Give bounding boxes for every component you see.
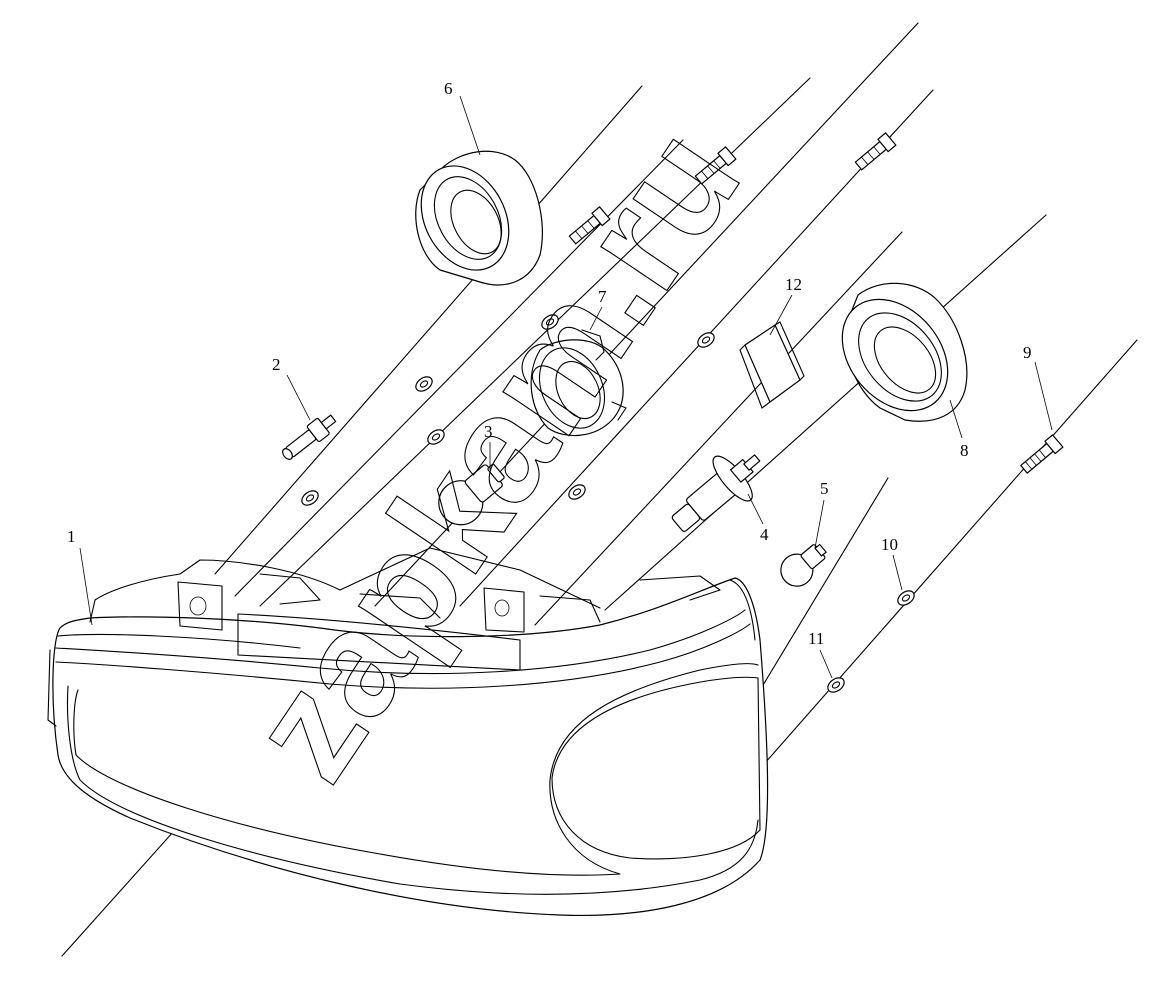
callout-3: 3 (484, 422, 493, 441)
part-3-bulb (438, 463, 505, 526)
callout-11: 11 (808, 629, 824, 648)
screws (568, 132, 897, 245)
part-4-bulb (671, 454, 761, 532)
part-2-bulb (282, 414, 337, 460)
callout-2: 2 (272, 355, 281, 374)
part-9-screw (1020, 434, 1064, 474)
callout-leaders (79, 95, 1053, 679)
callout-4: 4 (760, 525, 769, 544)
callout-5: 5 (820, 479, 829, 498)
callout-12: 12 (785, 275, 802, 294)
part-5-bulb (780, 543, 827, 587)
part-12-block (739, 321, 805, 409)
callout-labels: 1 2 3 4 5 6 7 8 9 10 11 12 (67, 79, 1032, 648)
washers (301, 314, 915, 693)
part-8-cap (841, 282, 968, 422)
callout-9: 9 (1023, 343, 1032, 362)
part-7-holder (530, 329, 627, 437)
headlamp-housing (47, 547, 769, 916)
callout-8: 8 (960, 441, 969, 460)
part-6-cap (415, 150, 543, 286)
callout-7: 7 (598, 287, 607, 306)
callout-6: 6 (444, 79, 453, 98)
callout-10: 10 (881, 535, 898, 554)
callout-1: 1 (67, 527, 76, 546)
